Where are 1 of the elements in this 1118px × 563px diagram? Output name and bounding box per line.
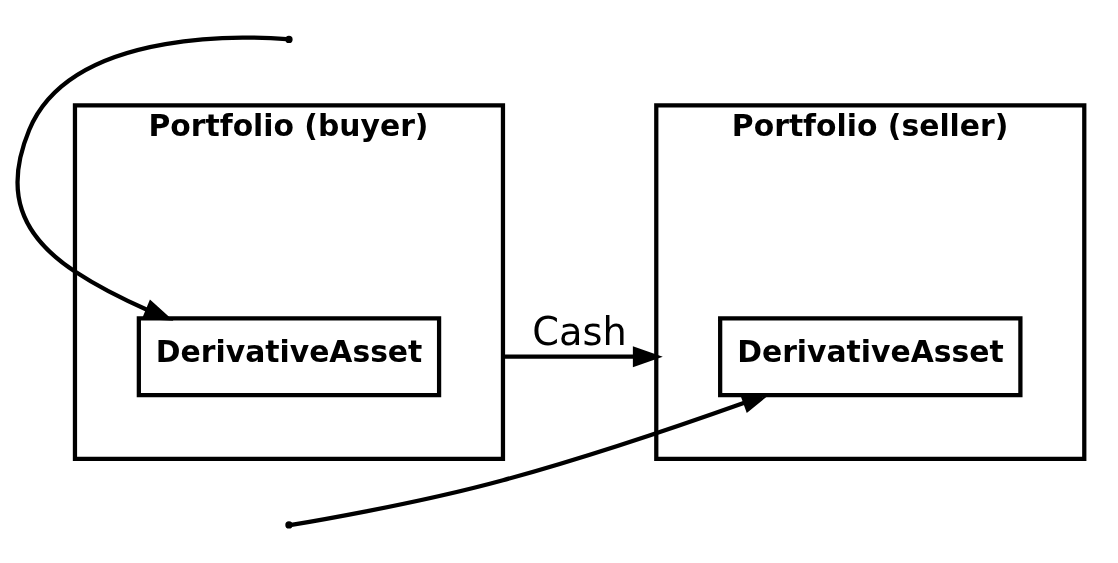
edge-label: Cash: [532, 308, 627, 354]
